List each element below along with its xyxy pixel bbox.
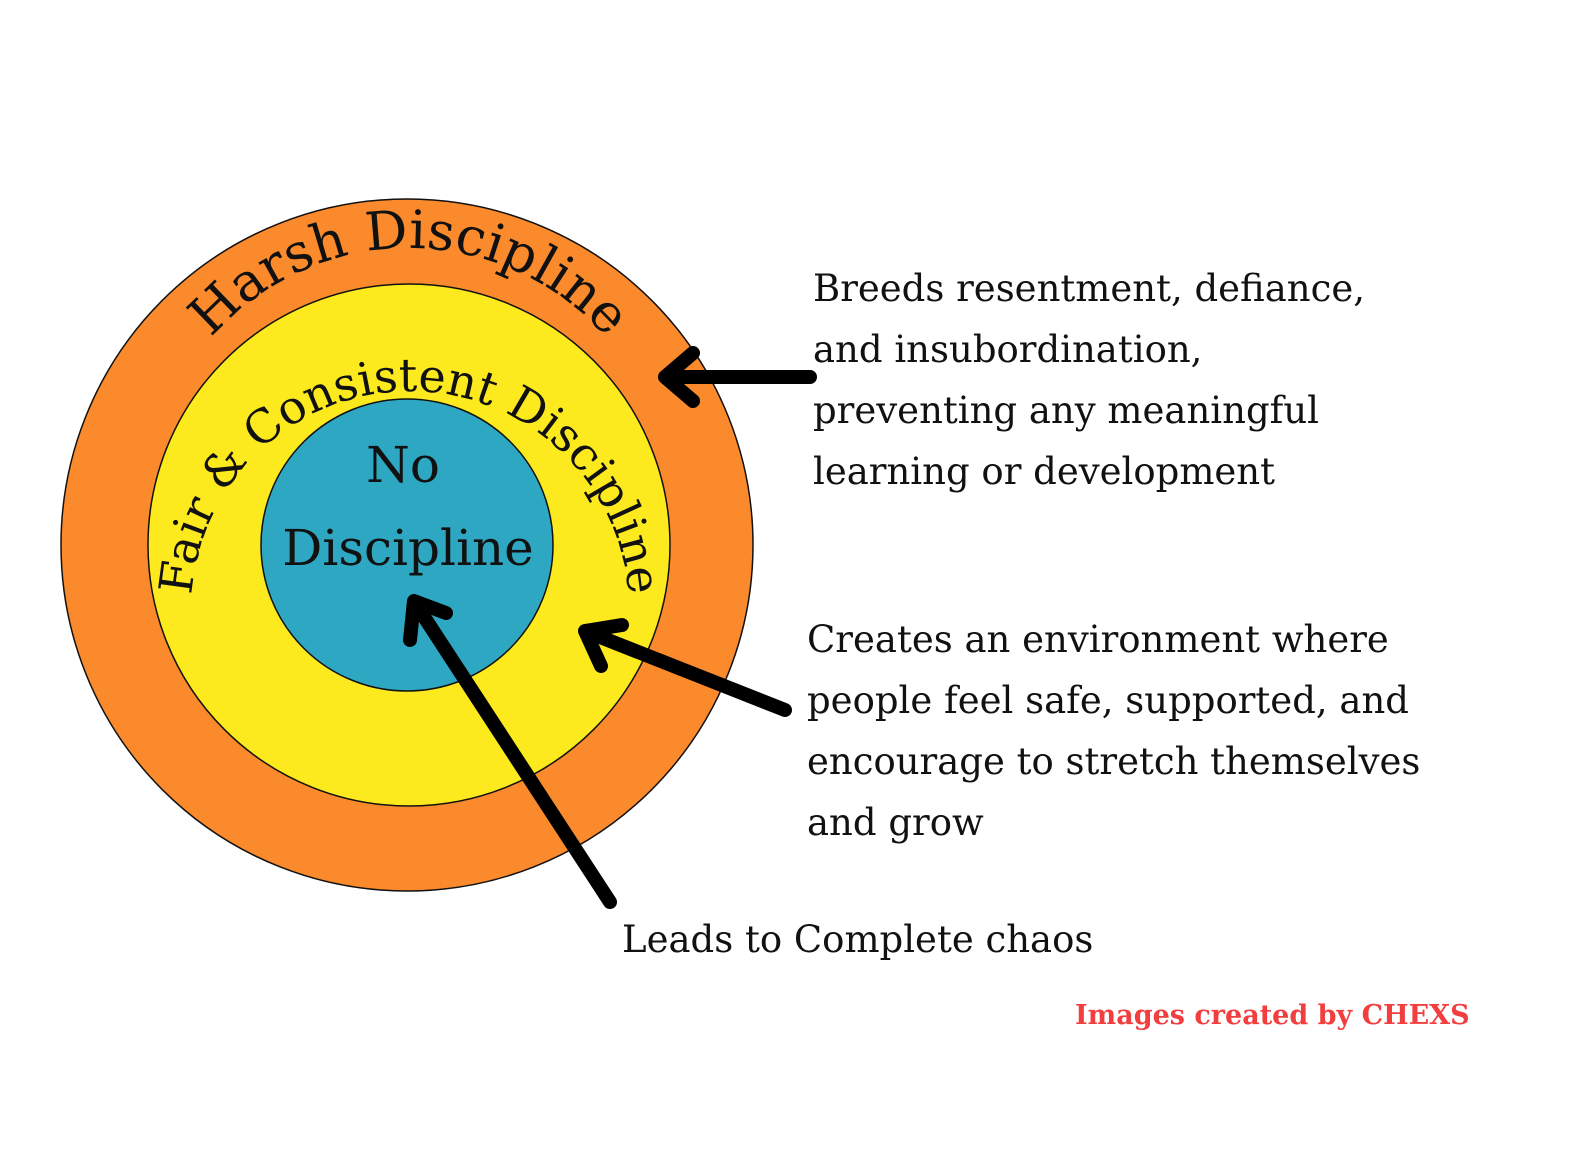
fair-description-line: people feel safe, supported, and [807, 679, 1409, 722]
none-description-line: Leads to Complete chaos [622, 918, 1094, 961]
harsh-description: Breeds resentment, defiance, and insubor… [813, 258, 1365, 502]
arrow-to-harsh [658, 346, 817, 408]
inner-label-line2: Discipline [282, 519, 534, 577]
fair-description-line: and grow [807, 801, 984, 844]
fair-description: Creates an environment where people feel… [807, 609, 1420, 853]
fair-description-line: Creates an environment where [807, 618, 1389, 661]
inner-circle-none [260, 398, 554, 692]
harsh-description-line: learning or development [813, 450, 1275, 493]
harsh-description-line: preventing any meaningful [813, 389, 1320, 432]
harsh-description-line: Breeds resentment, defiance, [813, 267, 1366, 310]
harsh-description-line: and insubordination, [813, 328, 1203, 371]
fair-description-line: encourage to stretch themselves [807, 740, 1421, 783]
image-credit: Images created by CHEXS [1075, 1000, 1470, 1031]
arrow-to-fair [578, 618, 792, 717]
inner-label-line1: No [366, 436, 440, 494]
arrow-to-none [403, 594, 617, 909]
none-description: Leads to Complete chaos [622, 909, 1093, 970]
